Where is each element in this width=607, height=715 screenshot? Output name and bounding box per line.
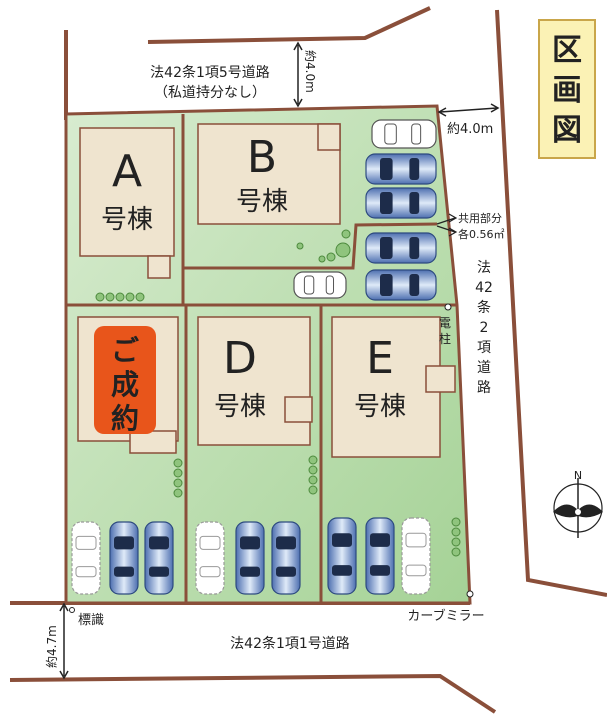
parked-car: [109, 521, 139, 595]
sign-label: 標識: [78, 613, 104, 628]
lot-d-letter: D: [223, 333, 257, 384]
east-road-char: 条: [477, 299, 491, 316]
north-arrow-icon: N: [553, 469, 603, 538]
parking-space-outline: [293, 271, 347, 299]
parked-car: [144, 521, 174, 595]
east-road-label: 法 42 条 2 項道路: [475, 260, 493, 396]
curve-mirror-icon: [466, 590, 474, 598]
parked-car: [271, 521, 301, 595]
east-top-width: 約4.0m: [447, 122, 493, 137]
shared-area-label: 共用部分: [458, 211, 502, 225]
building-b-porch: [317, 123, 341, 151]
south-road-label: 法42条1項1号道路: [230, 635, 350, 652]
north-road-width-arrow: [293, 41, 303, 108]
parked-car: [365, 232, 437, 264]
title-box: 区画図: [538, 19, 596, 159]
parked-car: [365, 153, 437, 185]
lot-d-suffix: 号棟: [214, 392, 266, 422]
east-road-char: 42: [475, 280, 493, 296]
lot-labels: A 号棟 B 号棟 D 号棟 E 号棟: [101, 132, 406, 422]
south-road-width-arrow: [59, 602, 69, 680]
east-top-width-arrow: [437, 103, 500, 117]
parked-car: [365, 517, 395, 595]
parking-space-outline: [195, 521, 225, 595]
lot-e-letter: E: [366, 333, 394, 384]
east-road-char: 2: [480, 320, 489, 336]
utility-pole-label-1: 電: [439, 316, 451, 330]
east-road-char: 路: [477, 380, 491, 396]
lot-b-suffix: 号棟: [236, 187, 288, 217]
east-road-char: 項: [477, 340, 491, 356]
shared-area-size: 各0.56㎡: [458, 227, 505, 241]
shrubs: [95, 229, 461, 557]
lot-a-letter: A: [112, 146, 142, 197]
building-a: [79, 127, 175, 257]
shared-area-arrow: [436, 213, 458, 237]
sold-badge: ご成約: [94, 326, 156, 435]
building-a-porch: [147, 255, 171, 279]
building-d: [197, 316, 311, 446]
parking-space-outline: [71, 521, 101, 595]
parking-space-outline: [371, 119, 437, 149]
north-road-width: 約4.0m: [303, 50, 318, 93]
south-road-width: 約4.7m: [44, 625, 59, 668]
utility-pole-label-2: 柱: [439, 331, 451, 346]
parking-space-outline: [401, 517, 431, 595]
curve-mirror-label: カーブミラー: [407, 608, 484, 624]
sold-badge-text: ご成約: [111, 334, 139, 435]
lot-b-letter: B: [247, 132, 277, 183]
east-road-char: 道: [477, 360, 491, 376]
page-title: 区画図: [552, 33, 582, 148]
utility-pole-icon: [444, 303, 452, 311]
parking-cars: [71, 119, 437, 595]
north-label: N: [574, 469, 582, 482]
parked-car: [365, 269, 437, 301]
north-road-label: 法42条1項5号道路: [150, 64, 270, 81]
north-road-note: （私道持分なし）: [154, 85, 266, 101]
lot-e-suffix: 号棟: [354, 392, 406, 422]
building-b: [197, 123, 341, 225]
east-road-char: 法: [477, 260, 491, 276]
parked-car: [365, 187, 437, 219]
building-e-porch: [425, 365, 456, 393]
sign-icon: [69, 607, 75, 613]
parked-car: [327, 517, 357, 595]
lot-a-suffix: 号棟: [101, 205, 153, 235]
parked-car: [235, 521, 265, 595]
building-d-porch: [284, 396, 313, 423]
